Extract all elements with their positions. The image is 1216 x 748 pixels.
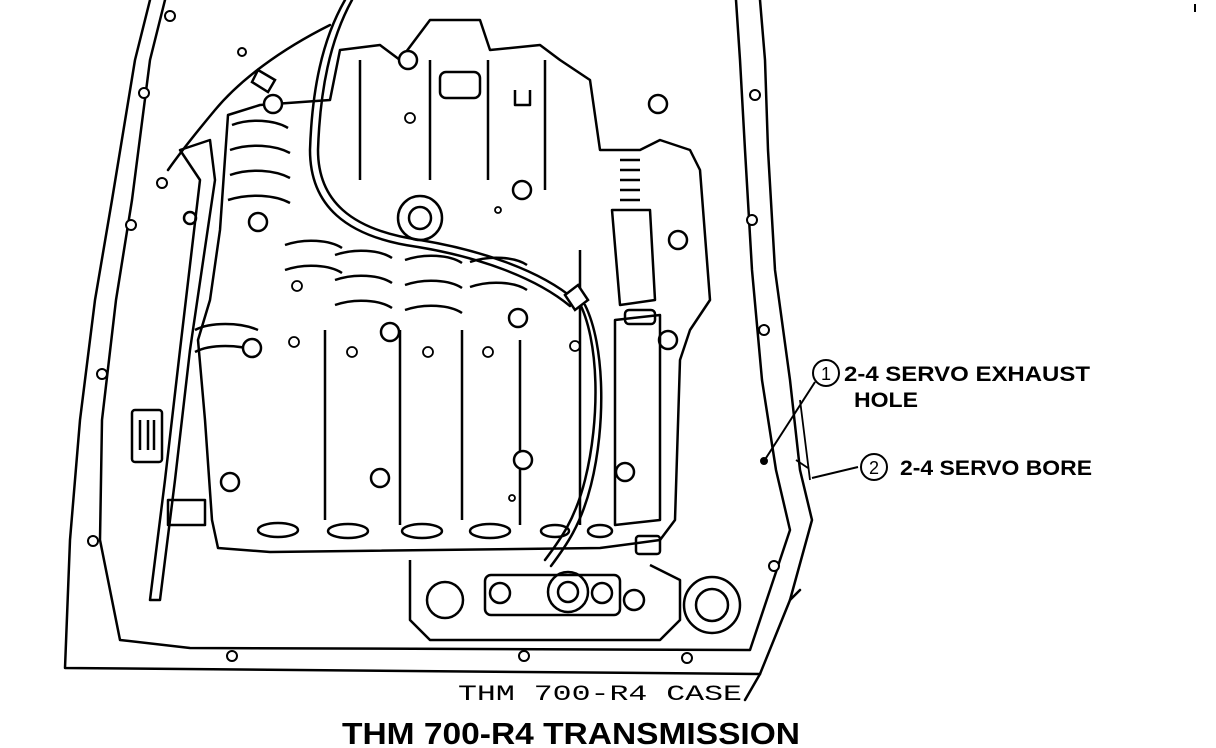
wiring-harness — [166, 0, 603, 568]
diagram-title: THM 700-R4 TRANSMISSION — [342, 716, 800, 748]
callout-1-label-line2: HOLE — [854, 389, 918, 412]
case-bolts — [87, 10, 780, 664]
callout-2: 2 2-4 SERVO BORE — [860, 453, 1092, 481]
callout-2-label: 2-4 SERVO BORE — [900, 457, 1092, 480]
callout-leaders — [760, 381, 859, 481]
accumulator-and-servo — [408, 158, 742, 642]
callout-2-number: 2 — [869, 458, 879, 478]
manual-linkage — [130, 138, 217, 602]
case-label: THM 700-R4 CASE — [458, 682, 742, 707]
callout-1-marker — [812, 359, 840, 387]
callout-1-number: 1 — [821, 364, 831, 384]
valve-body-bolts — [219, 49, 689, 493]
transmission-case-outline — [63, 0, 814, 702]
callout-1: 1 2-4 SERVO EXHAUST HOLE — [812, 359, 1090, 412]
small-ports — [288, 112, 581, 502]
callout-1-label-line1: 2-4 SERVO EXHAUST — [844, 363, 1090, 386]
callout-2-marker — [860, 453, 888, 481]
